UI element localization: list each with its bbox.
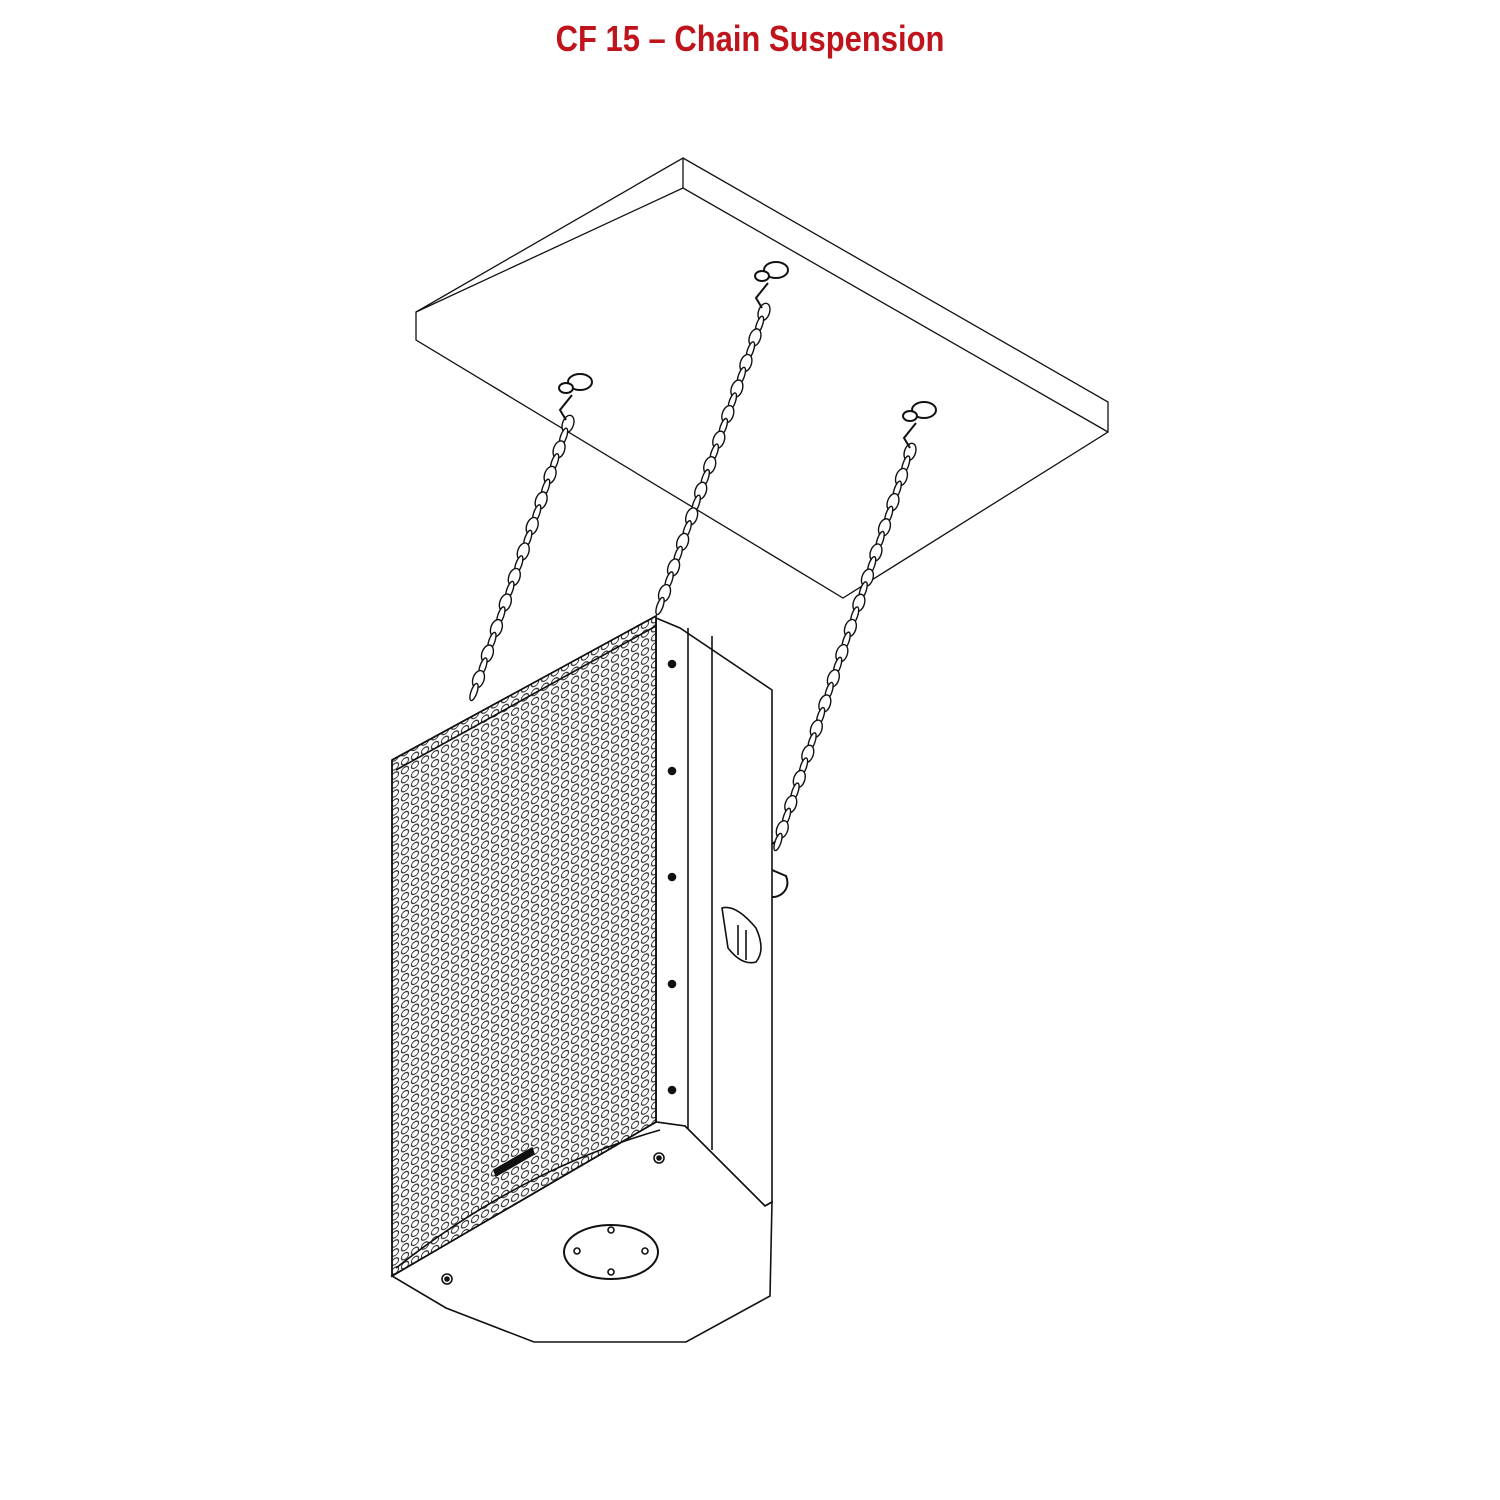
- eye-bolt-right: [902, 401, 937, 449]
- pole-mount-plate: [563, 1224, 659, 1280]
- chain-right: [773, 442, 917, 852]
- side-screws: [667, 659, 677, 1095]
- eye-bolt-center: [754, 261, 789, 309]
- chain-left: [469, 414, 575, 702]
- ceiling-slab: [415, 157, 1109, 599]
- page-title: CF 15 – Chain Suspension: [555, 18, 945, 59]
- eye-bolt-left: [558, 373, 593, 421]
- chain-center: [655, 302, 771, 616]
- handle-icon: [721, 906, 762, 964]
- loudspeaker-cabinet: [390, 614, 773, 1343]
